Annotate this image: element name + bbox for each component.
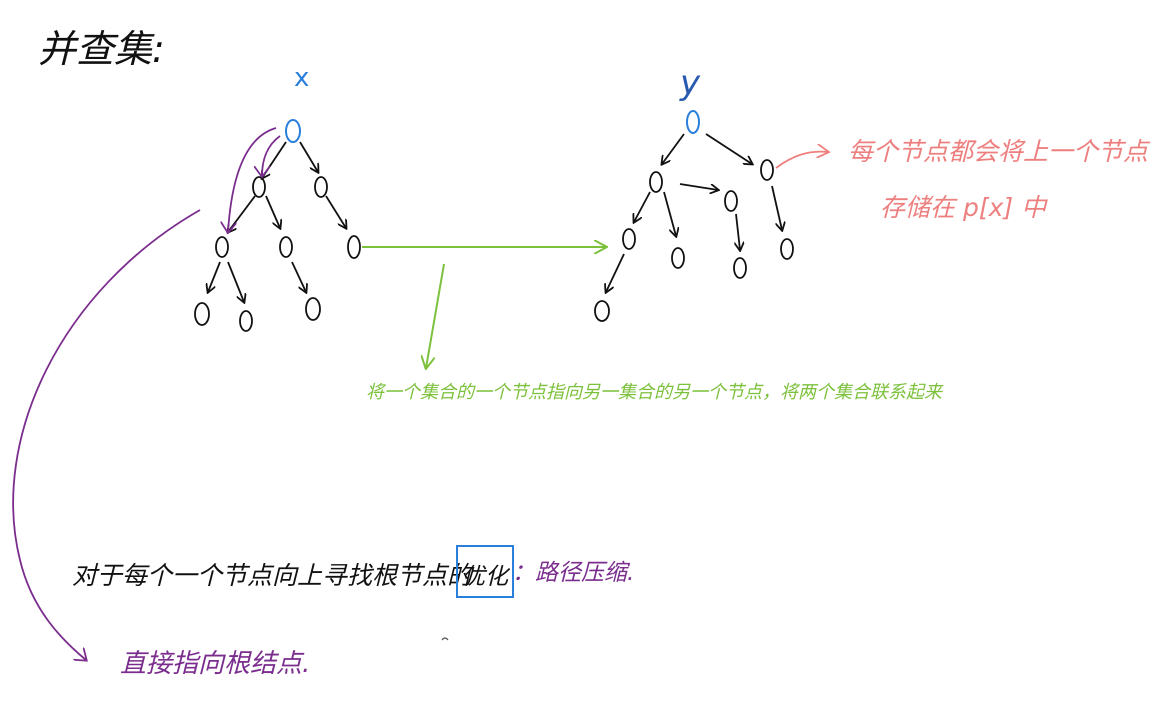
tree-y-label: y: [679, 63, 701, 103]
optimize-highlight-box: [456, 545, 514, 598]
edge: [736, 213, 740, 250]
edge: [634, 191, 651, 222]
edge: [291, 261, 306, 292]
tree-node: [239, 310, 253, 332]
tree-node: [622, 228, 636, 250]
page-title: 并查集:: [38, 27, 165, 71]
tree-node: [780, 238, 794, 260]
edge: [771, 185, 782, 230]
edge: [265, 195, 280, 228]
edge: [262, 141, 287, 178]
edge: [662, 133, 685, 164]
merge-note: 将一个集合的一个节点指向另一集合的另一个节点，将两个集合联系起来: [366, 382, 944, 403]
edge: [299, 141, 318, 172]
optimize-note-prefix: 对于每个一个节点向上寻找根节点的: [72, 561, 475, 590]
edge: [208, 261, 221, 292]
tree-x: [194, 119, 361, 332]
optimize-note-boxed: 优化: [462, 564, 511, 590]
tree-node: [279, 236, 293, 258]
parent-storage-note-line2: 存储在 p[x] 中: [880, 193, 1048, 222]
tree-node: [649, 171, 663, 193]
stray-mark: [441, 637, 449, 641]
path-compression-arrows: [12, 127, 281, 660]
tree-node: [760, 159, 774, 181]
edge: [325, 195, 346, 228]
parent-storage-note-line1: 每个节点都会将上一个节点: [848, 137, 1151, 166]
edge: [227, 261, 244, 302]
compress-arrow-1: [228, 127, 277, 232]
tree-y-edges: [606, 133, 782, 292]
tree-node: [305, 297, 321, 321]
compress-arrow-2: [262, 135, 281, 176]
edge: [663, 191, 676, 236]
edge: [705, 133, 752, 164]
parent-storage-arrow: [775, 152, 828, 169]
tree-y: [594, 110, 794, 322]
tree-node: [252, 176, 266, 198]
tree-node: [347, 235, 361, 259]
tree-x-edges: [208, 141, 346, 302]
optimize-note-suffix: ：路径压缩.: [512, 560, 634, 586]
tree-x-root-node: [285, 119, 301, 143]
tree-node: [594, 300, 610, 322]
compress-arrow-long: [12, 209, 201, 660]
tree-node: [733, 257, 747, 279]
merge-arrows: [362, 247, 606, 368]
merge-pointer-arrow: [426, 263, 445, 368]
tree-node: [724, 190, 738, 212]
tree-node: [194, 302, 210, 326]
tree-node: [215, 236, 229, 258]
edge: [679, 183, 718, 190]
direct-root-note: 直接指向根结点.: [120, 649, 310, 679]
tree-x-label: x: [294, 63, 309, 93]
tree-node: [671, 247, 685, 269]
tree-y-root-node: [686, 110, 700, 134]
edge: [606, 253, 625, 292]
tree-node: [314, 176, 328, 198]
